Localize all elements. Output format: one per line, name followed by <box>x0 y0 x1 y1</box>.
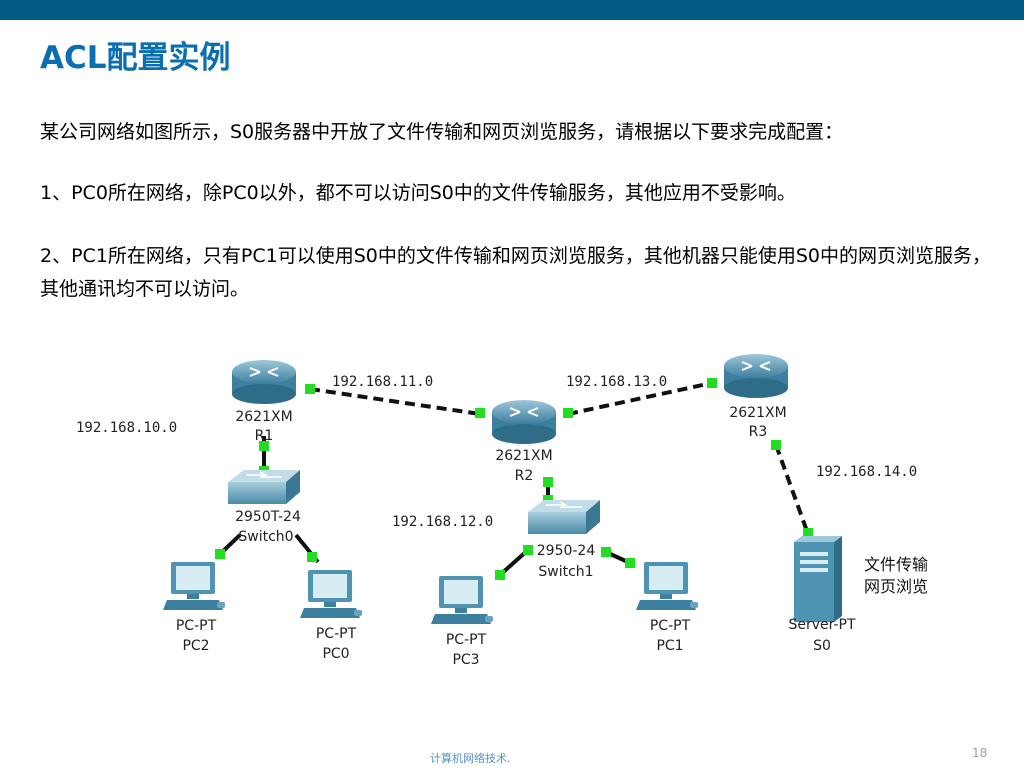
pc0-name-label: PC0 <box>322 646 349 662</box>
pc3-model-label: PC-PT <box>446 632 487 648</box>
pc1-model-label: PC-PT <box>650 618 691 634</box>
router-r3-icon <box>723 353 789 399</box>
r3-model-label: 2621XM <box>729 405 786 421</box>
r1-name-label: R1 <box>255 428 274 444</box>
pc2-name-label: PC2 <box>182 638 209 654</box>
router-r1-icon <box>231 359 297 405</box>
link-r1-r2 <box>309 387 481 416</box>
network-label-13: 192.168.13.0 <box>566 374 667 390</box>
router-r2-icon <box>491 399 557 445</box>
server-service-file-transfer: 文件传输 <box>864 555 928 574</box>
pc0-model-label: PC-PT <box>316 626 357 642</box>
paragraph-requirement-1: 1、PC0所在网络，除PC0以外，都不可以访问S0中的文件传输服务，其他应用不受… <box>40 182 796 204</box>
switch0-model-label: 2950T-24 <box>235 509 301 525</box>
page-number: 18 <box>972 746 988 760</box>
network-diagram: 192.168.10.0 192.168.11.0 192.168.12.0 1… <box>76 353 928 668</box>
pc3-name-label: PC3 <box>452 652 479 668</box>
switch1-model-label: 2950-24 <box>537 543 596 559</box>
network-label-10: 192.168.10.0 <box>76 420 177 436</box>
network-label-12: 192.168.12.0 <box>392 514 493 530</box>
pc3-icon <box>431 576 493 624</box>
r3-name-label: R3 <box>749 424 768 440</box>
r1-model-label: 2621XM <box>235 409 292 425</box>
switch0-icon <box>227 469 301 505</box>
top-bar <box>0 0 1024 20</box>
server-name-label: S0 <box>813 638 831 654</box>
server-service-web: 网页浏览 <box>864 577 928 596</box>
slide-title: ACL配置实例 <box>40 40 231 76</box>
footer-text: 计算机网络技术. <box>430 752 511 765</box>
pc2-icon <box>163 562 225 610</box>
switch0-name-label: Switch0 <box>238 529 293 545</box>
paragraph-intro: 某公司网络如图所示，S0服务器中开放了文件传输和网页浏览服务，请根据以下要求完成… <box>40 121 844 143</box>
r2-model-label: 2621XM <box>495 448 552 464</box>
paragraph-requirement-2: 2、PC1所在网络，只有PC1可以使用S0中的文件传输和网页浏览服务，其他机器只… <box>40 245 992 300</box>
network-label-14: 192.168.14.0 <box>816 464 917 480</box>
network-label-11: 192.168.11.0 <box>332 374 433 390</box>
link-r2-r3 <box>567 381 713 416</box>
switch1-name-label: Switch1 <box>538 564 593 580</box>
pc0-icon <box>300 570 362 618</box>
link-r3-server <box>774 444 810 535</box>
switch1-icon <box>527 499 601 535</box>
pc1-icon <box>636 562 698 610</box>
server-model-label: Server-PT <box>788 617 856 633</box>
server-icon <box>794 536 842 622</box>
r2-name-label: R2 <box>515 468 534 484</box>
pc2-model-label: PC-PT <box>176 618 217 634</box>
pc1-name-label: PC1 <box>656 638 683 654</box>
